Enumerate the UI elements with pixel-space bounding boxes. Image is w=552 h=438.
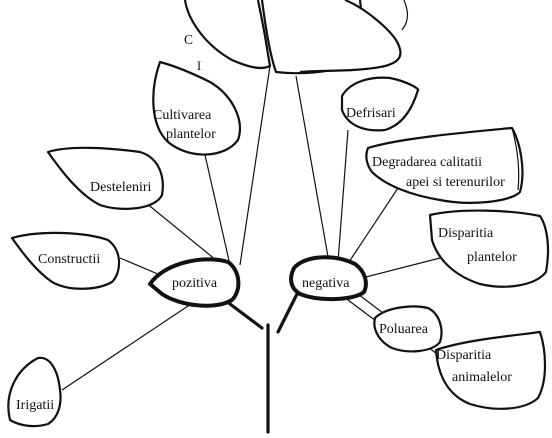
leaf-defrisari-label: Defrisari [346, 106, 396, 121]
leaf-poluarea-shape [373, 305, 443, 353]
leaf-disparitia-animalelor-line1: Disparitia [436, 348, 492, 363]
top-fragment-line2: I [197, 59, 201, 73]
stem-up-right [295, 75, 331, 269]
leaf-pozitiva-label: pozitiva [172, 276, 218, 291]
leaf-degradarea-line2: apei si terenurilor [406, 175, 505, 190]
leaf-disparitia-plantelor-line2: plantelor [467, 250, 517, 265]
stem-right [276, 290, 300, 334]
leaf-pozitiva-shape [148, 257, 241, 308]
leaf-negativa-shape [289, 255, 368, 302]
leaf-degradarea-edge [511, 127, 520, 191]
connector-degradarea [344, 187, 399, 269]
leaf-disparitia-plantelor-line1: Disparitia [438, 226, 494, 241]
leaf-disparitia-animalelor-shape [434, 330, 547, 410]
leaf-disparitia-plantelor-shape [428, 209, 550, 288]
leaf-cultivarea-line1: Cultivarea [153, 108, 212, 123]
connector-desteleniri [139, 197, 223, 266]
leaf-defrisari-shape [340, 76, 420, 132]
leaf-negativa-label: negativa [302, 276, 350, 291]
top-flower-right-edge [401, 0, 409, 31]
top-flower-left [183, 0, 272, 70]
connector-cultivarea [204, 154, 231, 266]
leaf-irigatii-label: Irigatii [16, 398, 54, 413]
leaf-constructii-shape [10, 231, 121, 290]
connector-defrisari [337, 129, 349, 263]
leaf-irigatii-shape [7, 356, 62, 428]
leaf-cultivarea-line2: plantelor [166, 127, 216, 142]
leaf-desteleniri-shape [46, 146, 164, 210]
connector-irigatii [61, 297, 201, 391]
leaf-disparitia-animalelor-line2: animalelor [452, 370, 512, 385]
leaf-desteleniri-label: Desteleniri [90, 180, 152, 195]
leaf-poluarea-label: Poluarea [379, 322, 429, 337]
leaf-cultivarea-shape [152, 60, 241, 156]
leaf-constructii-label: Constructii [38, 252, 100, 267]
top-fragment-line1: C [184, 32, 193, 47]
leaf-degradarea-shape [365, 126, 524, 204]
connector-disparitia-plantelor [361, 257, 441, 279]
leaf-degradarea-line1: Degradarea calitatii [372, 155, 482, 170]
top-flower-right [299, 0, 402, 74]
stem-up-left [239, 65, 271, 266]
